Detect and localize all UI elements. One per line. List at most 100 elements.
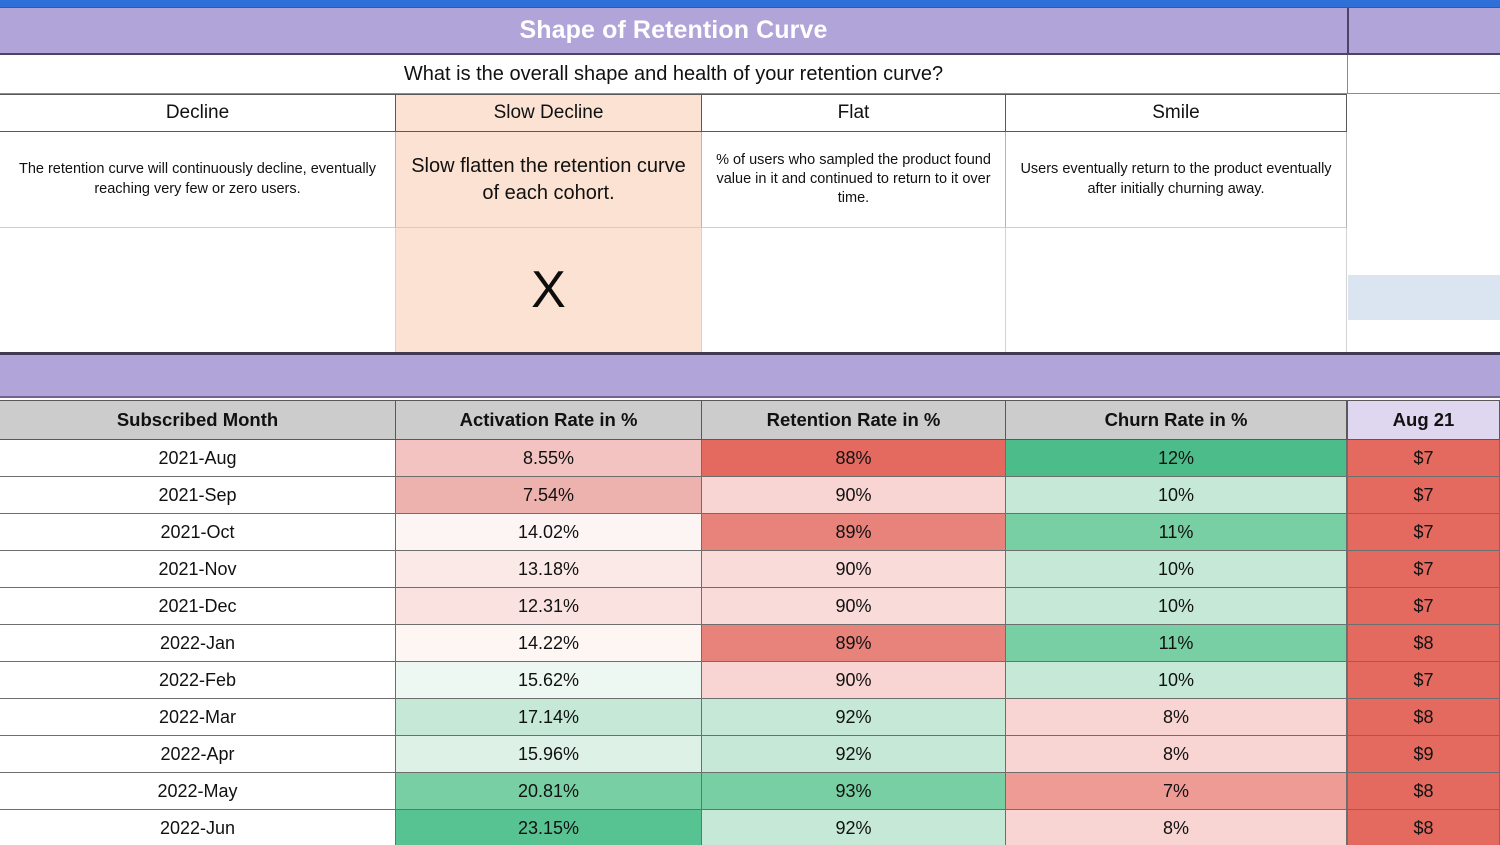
question-text: What is the overall shape and health of … — [403, 62, 944, 85]
cell-subscribed-month[interactable]: 2021-Sep — [0, 477, 396, 514]
cell-subscribed-month[interactable]: 2022-Jan — [0, 625, 396, 662]
cell-churn-rate[interactable]: 10% — [1006, 551, 1347, 588]
section-divider-banner — [0, 352, 1500, 398]
top-blue-rule — [0, 0, 1500, 7]
cell-subscribed-month[interactable]: 2022-Jun — [0, 810, 396, 845]
cell-retention-rate[interactable]: 89% — [702, 514, 1006, 551]
cell-retention-rate[interactable]: 90% — [702, 588, 1006, 625]
shape-mark-slow-decline[interactable]: X — [396, 228, 702, 352]
shape-description-row: The retention curve will continuously de… — [0, 132, 1500, 228]
cell-churn-rate[interactable]: 11% — [1006, 625, 1347, 662]
cell-churn-rate[interactable]: 8% — [1006, 810, 1347, 845]
cell-activation-rate[interactable]: 14.02% — [396, 514, 702, 551]
cell-subscribed-month[interactable]: 2021-Aug — [0, 440, 396, 477]
cell-churn-rate[interactable]: 8% — [1006, 736, 1347, 773]
cell-activation-rate[interactable]: 20.81% — [396, 773, 702, 810]
cell-subscribed-month[interactable]: 2022-Mar — [0, 699, 396, 736]
column-header-subscribed-month[interactable]: Subscribed Month — [0, 400, 396, 440]
cell-retention-rate[interactable]: 92% — [702, 810, 1006, 845]
shape-header-smile[interactable]: Smile — [1006, 94, 1347, 132]
cell-subscribed-month[interactable]: 2022-Feb — [0, 662, 396, 699]
question-row-spacer — [1347, 55, 1500, 93]
cell-retention-rate[interactable]: 90% — [702, 662, 1006, 699]
shape-description-text: % of users who sampled the product found… — [716, 151, 991, 207]
shape-mark-flat[interactable] — [702, 228, 1006, 352]
cell-churn-rate[interactable]: 10% — [1006, 662, 1347, 699]
cell-aug-21[interactable]: $7 — [1347, 588, 1500, 625]
highlight-box — [1348, 275, 1500, 320]
cell-aug-21[interactable]: $7 — [1347, 440, 1500, 477]
shape-description-text: The retention curve will continuously de… — [18, 161, 377, 197]
cell-retention-rate[interactable]: 88% — [702, 440, 1006, 477]
title-banner: Shape of Retention Curve — [0, 7, 1500, 55]
cell-activation-rate[interactable]: 12.31% — [396, 588, 702, 625]
cell-churn-rate[interactable]: 10% — [1006, 588, 1347, 625]
cell-aug-21[interactable]: $7 — [1347, 551, 1500, 588]
page-title: Shape of Retention Curve — [519, 16, 828, 44]
x-mark-icon: X — [531, 261, 566, 319]
shape-mark-smile[interactable] — [1006, 228, 1347, 352]
shape-header-decline[interactable]: Decline — [0, 94, 396, 132]
cell-aug-21[interactable]: $8 — [1347, 810, 1500, 845]
cell-subscribed-month[interactable]: 2021-Dec — [0, 588, 396, 625]
shape-mark-decline[interactable] — [0, 228, 396, 352]
question-row: What is the overall shape and health of … — [0, 55, 1500, 94]
cell-retention-rate[interactable]: 92% — [702, 699, 1006, 736]
cell-churn-rate[interactable]: 11% — [1006, 514, 1347, 551]
shape-selection-row: X — [0, 228, 1500, 352]
cell-aug-21[interactable]: $7 — [1347, 662, 1500, 699]
cell-retention-rate[interactable]: 89% — [702, 625, 1006, 662]
column-header-activation-rate[interactable]: Activation Rate in % — [396, 400, 702, 440]
cell-retention-rate[interactable]: 90% — [702, 551, 1006, 588]
cell-activation-rate[interactable]: 15.62% — [396, 662, 702, 699]
cell-retention-rate[interactable]: 90% — [702, 477, 1006, 514]
cell-churn-rate[interactable]: 8% — [1006, 699, 1347, 736]
column-header-retention-rate[interactable]: Retention Rate in % — [702, 400, 1006, 440]
shape-description-smile: Users eventually return to the product e… — [1006, 132, 1347, 228]
shape-description-text: Slow flatten the retention curve of each… — [411, 155, 686, 204]
cell-activation-rate[interactable]: 14.22% — [396, 625, 702, 662]
cell-aug-21[interactable]: $9 — [1347, 736, 1500, 773]
cell-churn-rate[interactable]: 7% — [1006, 773, 1347, 810]
cell-activation-rate[interactable]: 8.55% — [396, 440, 702, 477]
cell-subscribed-month[interactable]: 2021-Nov — [0, 551, 396, 588]
column-header-churn-rate[interactable]: Churn Rate in % — [1006, 400, 1347, 440]
cell-activation-rate[interactable]: 15.96% — [396, 736, 702, 773]
cell-activation-rate[interactable]: 17.14% — [396, 699, 702, 736]
cell-retention-rate[interactable]: 93% — [702, 773, 1006, 810]
cell-activation-rate[interactable]: 23.15% — [396, 810, 702, 845]
column-header-aug-21[interactable]: Aug 21 — [1347, 400, 1500, 440]
shape-header-slow-decline[interactable]: Slow Decline — [396, 94, 702, 132]
cell-aug-21[interactable]: $8 — [1347, 699, 1500, 736]
shape-description-decline: The retention curve will continuously de… — [0, 132, 396, 228]
cell-subscribed-month[interactable]: 2022-May — [0, 773, 396, 810]
cell-aug-21[interactable]: $7 — [1347, 514, 1500, 551]
cell-aug-21[interactable]: $7 — [1347, 477, 1500, 514]
cell-activation-rate[interactable]: 7.54% — [396, 477, 702, 514]
title-banner-spacer — [1347, 8, 1500, 53]
cell-aug-21[interactable]: $8 — [1347, 625, 1500, 662]
cell-subscribed-month[interactable]: 2021-Oct — [0, 514, 396, 551]
cell-activation-rate[interactable]: 13.18% — [396, 551, 702, 588]
cell-churn-rate[interactable]: 12% — [1006, 440, 1347, 477]
shape-description-slow-decline: Slow flatten the retention curve of each… — [396, 132, 702, 228]
shape-header-flat[interactable]: Flat — [702, 94, 1006, 132]
cell-churn-rate[interactable]: 10% — [1006, 477, 1347, 514]
cell-aug-21[interactable]: $8 — [1347, 773, 1500, 810]
cell-retention-rate[interactable]: 92% — [702, 736, 1006, 773]
cell-subscribed-month[interactable]: 2022-Apr — [0, 736, 396, 773]
